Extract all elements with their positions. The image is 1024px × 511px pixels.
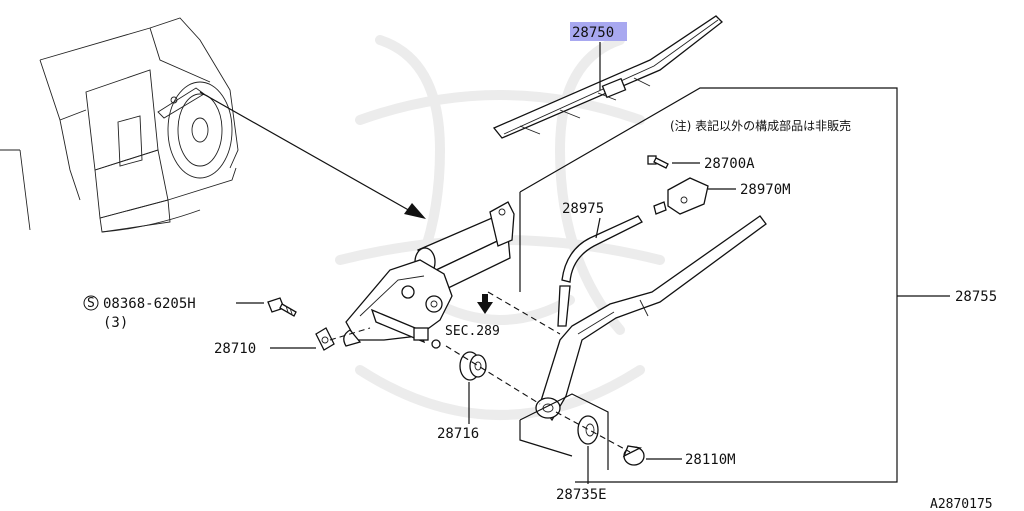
label-28735e[interactable]: 28735E (556, 487, 607, 503)
wiper-motor (343, 201, 515, 349)
inset-bracket-lines-2 (519, 420, 573, 457)
washer-28735e (577, 415, 599, 445)
screw-symbol: S (87, 296, 95, 311)
assembly-group-frame (519, 87, 950, 483)
label-28750[interactable]: 28750 (572, 25, 614, 41)
nut-cap-28110m (622, 445, 645, 466)
label-28110m[interactable]: 28110M (685, 452, 736, 468)
label-sec-289[interactable]: SEC.289 (445, 324, 500, 339)
label-28710[interactable]: 28710 (214, 341, 256, 357)
label-28970m[interactable]: 28970M (740, 182, 791, 198)
highlight-28750 (570, 22, 627, 41)
label-28975[interactable]: 28975 (562, 201, 604, 217)
bracket-28710 (315, 327, 335, 351)
japanese-note: (注) 表記以外の構成部品は非販売 (670, 118, 851, 133)
leader-28975 (595, 217, 601, 239)
label-28700a[interactable]: 28700A (704, 156, 755, 172)
label-28755[interactable]: 28755 (955, 289, 997, 305)
wiper-blade (492, 15, 723, 139)
arrow-vehicle-to-motor (199, 91, 426, 219)
vehicle-illustration (0, 17, 239, 233)
wiper-arm (535, 215, 767, 422)
label-screw-qty: (3) (103, 315, 128, 331)
screw-symbol-circle (83, 295, 99, 311)
section-arrow (477, 294, 493, 314)
blade-insert-28975 (557, 215, 643, 327)
diagram-code: A2870175 (930, 497, 993, 511)
inset-bracket-lines (519, 393, 609, 470)
bolt-28700a (647, 155, 669, 169)
grommet-28716 (459, 351, 487, 381)
cap-28970m (653, 177, 709, 215)
label-08368-6205h[interactable]: 08368-6205H (103, 296, 196, 312)
label-28716[interactable]: 28716 (437, 426, 479, 442)
screw-08368 (267, 297, 297, 317)
assembly-dash-lines (329, 291, 631, 453)
